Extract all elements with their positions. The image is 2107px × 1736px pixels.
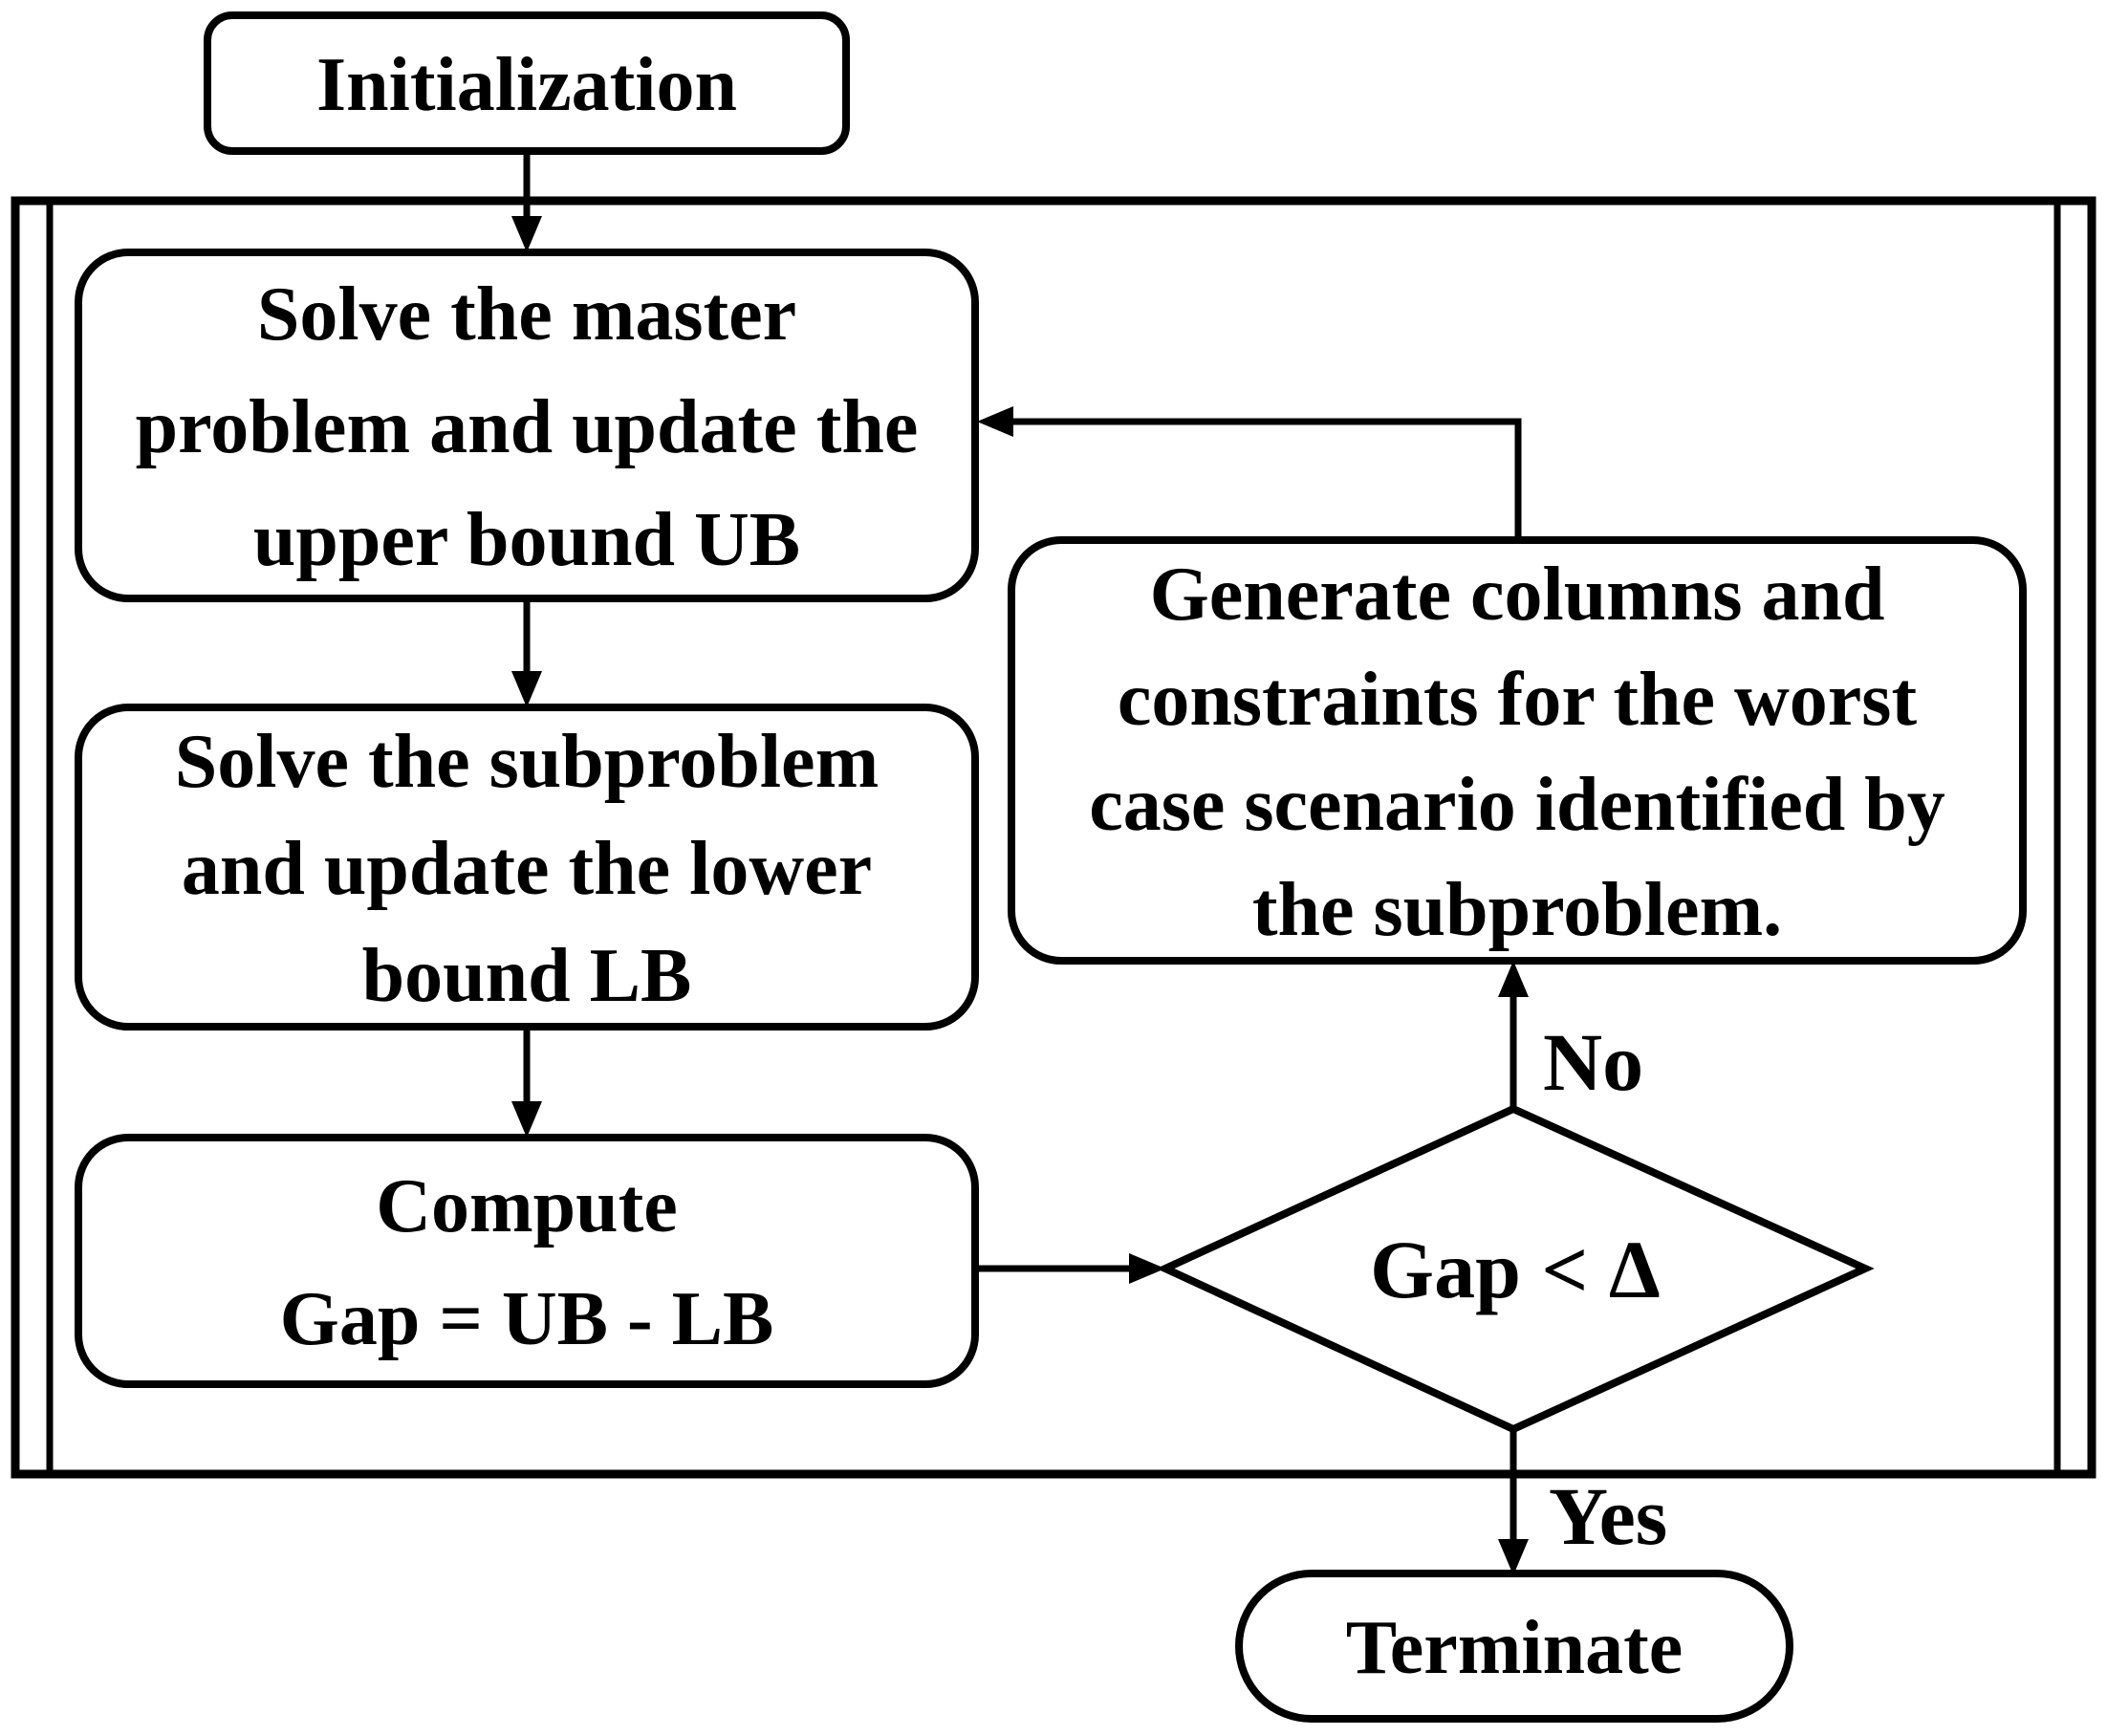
loop-frame-border bbox=[11, 196, 2096, 1479]
compute-gap-node bbox=[75, 1134, 979, 1388]
generate-columns-line-1: Generate columns and bbox=[1150, 553, 1885, 637]
generate-columns-node bbox=[1008, 536, 2027, 965]
arrowhead-compute-to-decision bbox=[1129, 1253, 1165, 1284]
compute-gap-line-1: Compute bbox=[376, 1164, 678, 1248]
initialization-node bbox=[204, 11, 850, 155]
generate-columns-line-2: constraints for the worst bbox=[1118, 658, 1918, 742]
master-problem-line-1: Solve the master bbox=[257, 272, 796, 357]
subproblem-node bbox=[75, 704, 979, 1031]
generate-columns-line-4: the subproblem. bbox=[1252, 868, 1782, 952]
terminate-label: Terminate bbox=[1346, 1606, 1683, 1690]
compute-gap-line-2: Gap = UB - LB bbox=[280, 1277, 774, 1361]
arrowhead-generate-to-master bbox=[977, 406, 1013, 437]
gap-decision-diamond bbox=[1156, 1104, 1875, 1434]
subproblem-line-2: and update the lower bbox=[182, 827, 872, 911]
edge-label-no: No bbox=[1543, 1016, 1643, 1108]
arrowhead-decision-to-terminate bbox=[1498, 1539, 1529, 1575]
edge-generate-to-master bbox=[1011, 418, 1522, 540]
arrowhead-init-to-master bbox=[511, 216, 542, 252]
arrowhead-master-to-subproblem bbox=[511, 671, 542, 707]
arrowhead-subproblem-to-compute bbox=[511, 1101, 542, 1138]
master-problem-line-3: upper bound UB bbox=[253, 498, 800, 582]
generate-columns-line-3: case scenario identified by bbox=[1089, 763, 1944, 847]
initialization-label: Initialization bbox=[316, 43, 737, 127]
edge-label-yes: Yes bbox=[1549, 1470, 1667, 1562]
master-problem-node bbox=[75, 249, 979, 602]
arrowhead-decision-to-generate bbox=[1498, 961, 1529, 997]
subproblem-line-3: bound LB bbox=[362, 934, 692, 1018]
subproblem-line-1: Solve the subproblem bbox=[175, 720, 879, 804]
terminate-node bbox=[1235, 1570, 1793, 1723]
master-problem-line-2: problem and update the bbox=[136, 385, 919, 469]
gap-decision-label: Gap < Δ bbox=[1370, 1224, 1661, 1315]
